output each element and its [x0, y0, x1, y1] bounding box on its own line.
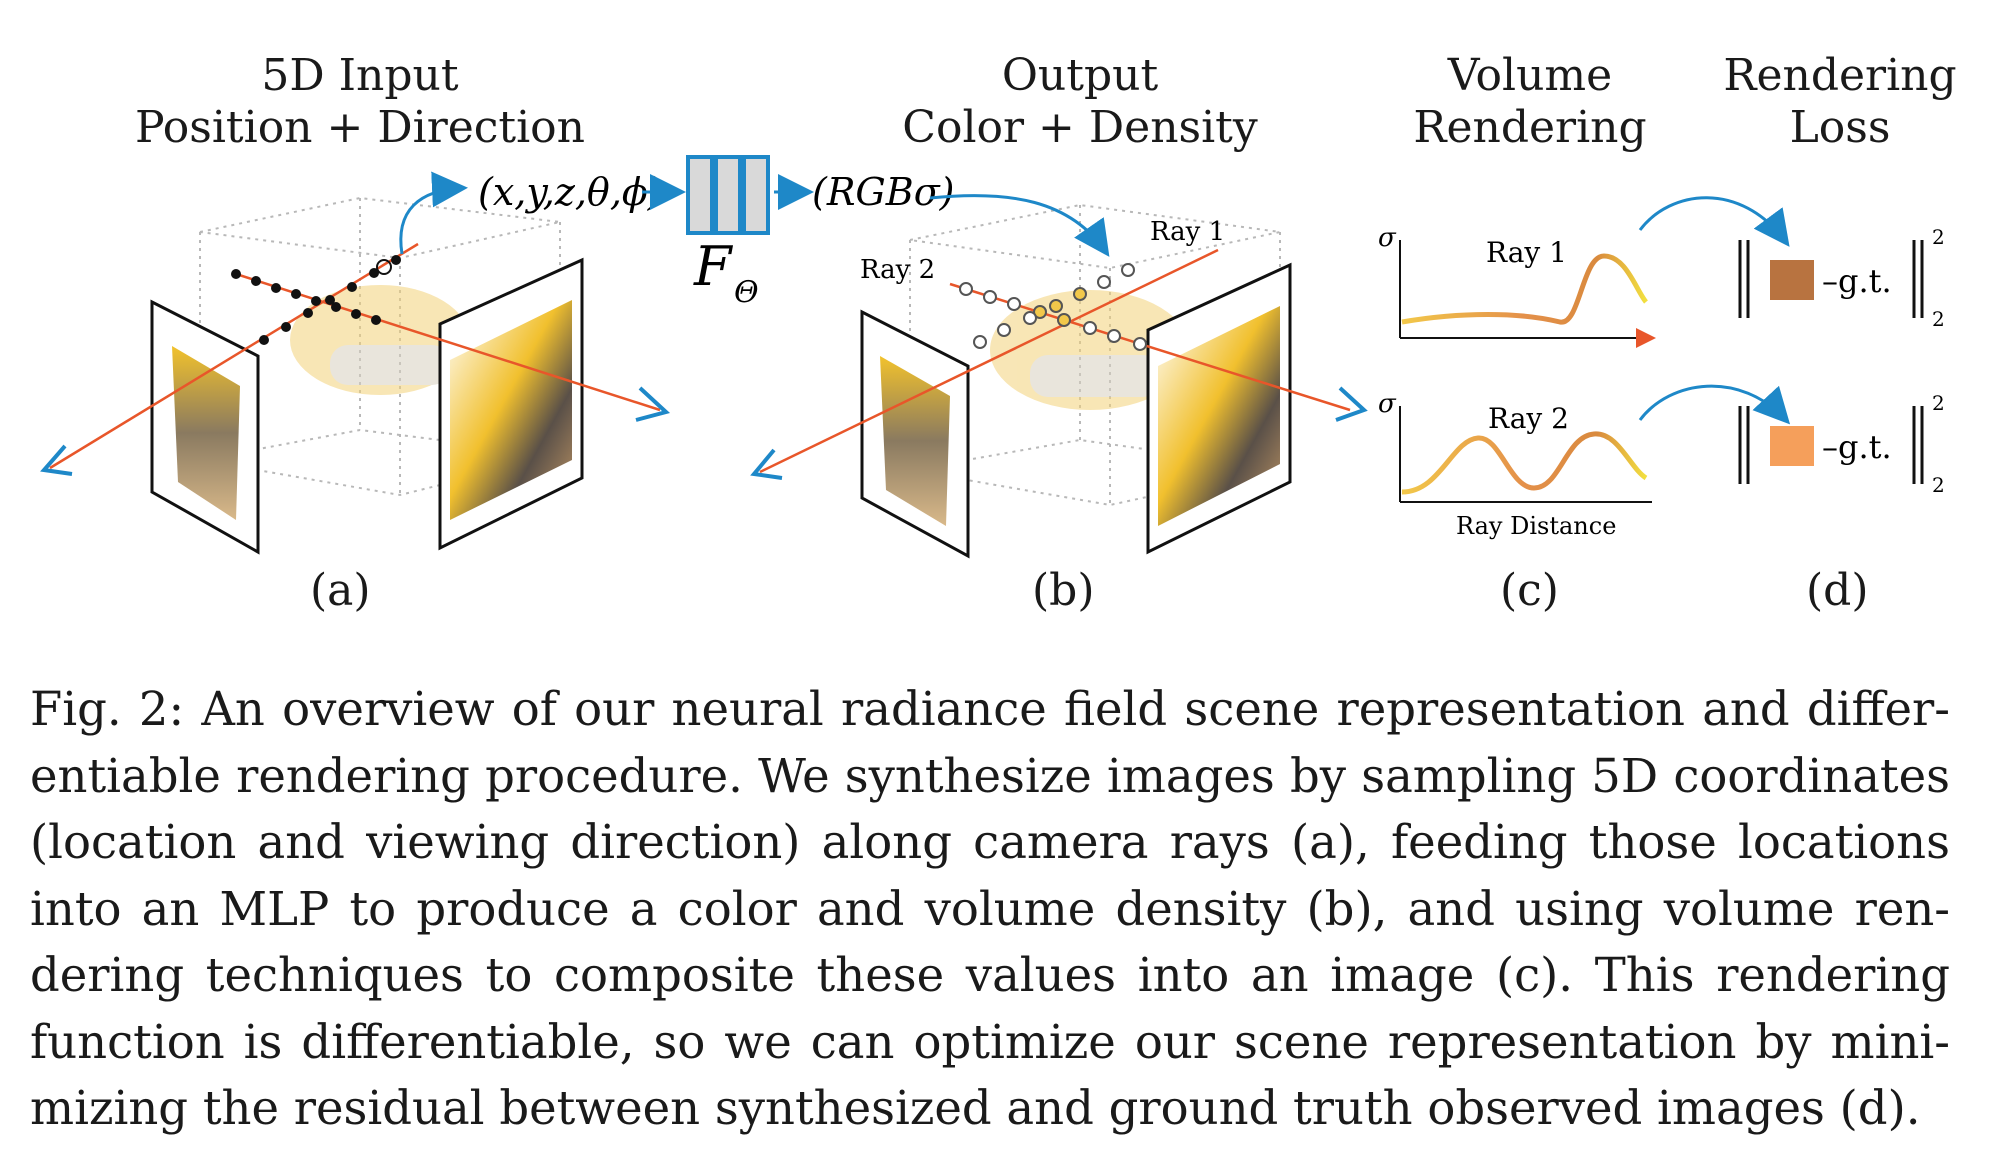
ray-a1 — [49, 242, 419, 470]
panel-label-a: (a) — [310, 565, 371, 616]
loss-term-1: –g.t. 2 2 — [1738, 225, 1945, 331]
panel-b: Ray 1 Ray 2 — [750, 194, 1368, 559]
panel-label-d: (d) — [1806, 565, 1869, 616]
caption-line-3: (location and viewing direction) along c… — [30, 815, 1950, 869]
panel-label-b: (b) — [1032, 565, 1095, 616]
header-c: Volume Rendering — [1380, 50, 1680, 154]
network-label: F — [693, 235, 734, 298]
loss-sup-2: 2 — [1932, 391, 1945, 415]
loss-gt-2: –g.t. — [1822, 428, 1892, 466]
panel-label-c: (c) — [1500, 565, 1559, 616]
image-right-content — [450, 300, 572, 520]
plot1-title: Ray 1 — [1486, 236, 1567, 269]
header-a-line2: Position + Direction — [134, 102, 586, 153]
ray-b1 — [759, 248, 1219, 474]
ray2-label: Ray 2 — [860, 255, 935, 285]
ray1-label: Ray 1 — [1150, 217, 1225, 247]
diagram-svg: (x,y,z,θ,ϕ) F Θ (RGBσ) — [40, 155, 1945, 559]
image-left-content — [172, 346, 240, 520]
image-right-content-b — [1158, 306, 1280, 526]
plot2-curve — [1401, 431, 1648, 495]
loss-color-swatch-2 — [1770, 426, 1814, 466]
sample-points-a — [231, 255, 401, 345]
image-left-content-b — [880, 356, 950, 526]
arrow-ray2-to-loss — [1638, 384, 1791, 425]
plot1-curve — [1401, 253, 1649, 325]
header-a: 5D Input Position + Direction — [110, 50, 610, 154]
caption-line-6: function is differentiable, so we can op… — [30, 1014, 1950, 1069]
bulldozer-faded-b — [990, 290, 1190, 410]
selected-sample — [376, 259, 392, 275]
ray-a2 — [235, 272, 661, 412]
figure: 5D Input Position + Direction Output Col… — [40, 50, 1990, 616]
output-tuple: (RGBσ) — [812, 170, 954, 214]
loss-term-2: –g.t. 2 2 — [1738, 391, 1945, 497]
loss-color-swatch-1 — [1770, 260, 1814, 300]
header-b-line2: Color + Density — [902, 102, 1258, 153]
header-d: Rendering Loss — [1690, 50, 1990, 154]
camera-arrow-a1 — [40, 444, 73, 476]
loss-sub-1: 2 — [1932, 307, 1945, 331]
header-d-line2: Loss — [1789, 102, 1891, 153]
loss-sub-2: 2 — [1932, 473, 1945, 497]
figure-caption: Fig. 2: An overview of our neural radian… — [30, 676, 1950, 1142]
network-subscript: Θ — [734, 275, 759, 310]
camera-arrow-b1 — [750, 448, 783, 480]
caption-line-4: into an MLP to produce a color and volum… — [30, 881, 1950, 936]
plot2-sigma: σ — [1378, 389, 1397, 419]
header-b: Output Color + Density — [830, 50, 1330, 154]
plot1-sigma: σ — [1378, 223, 1397, 253]
bulldozer-faded — [290, 285, 470, 395]
camera-arrow-a2 — [635, 386, 671, 422]
panel-a: (x,y,z,θ,ϕ) — [40, 170, 686, 555]
caption-line-2: entiable rendering procedure. We synthes… — [30, 748, 1950, 803]
header-c-line2: Rendering — [1413, 102, 1647, 153]
header-a-line1: 5D Input — [261, 50, 459, 101]
sample-points-b — [959, 263, 1147, 351]
arrow-output-to-ray — [929, 194, 1110, 257]
panel-d: –g.t. 2 2 –g.t. 2 2 — [1738, 225, 1945, 497]
camera-arrow-b2 — [1335, 386, 1368, 422]
loss-sup-1: 2 — [1932, 225, 1945, 249]
loss-gt-1: –g.t. — [1822, 262, 1892, 300]
arrow-to-input — [399, 171, 468, 255]
header-c-line1: Volume — [1447, 50, 1613, 101]
plot2-title: Ray 2 — [1488, 402, 1569, 435]
caption-line-5: dering techniques to composite these val… — [30, 948, 1950, 1002]
panel-c: σ Ray 1 σ Ray 2 Ray Distance — [1378, 196, 1791, 540]
network-block: F Θ (RGBσ) — [686, 155, 954, 310]
header-b-line1: Output — [1001, 50, 1159, 101]
header-d-line1: Rendering — [1723, 50, 1957, 101]
x-axis-label: Ray Distance — [1456, 512, 1616, 540]
caption-line-7: mizing the residual between synthesized … — [30, 1081, 1921, 1135]
input-tuple: (x,y,z,θ,ϕ) — [478, 170, 663, 214]
caption-line-1: Fig. 2: An overview of our neural radian… — [30, 682, 1950, 736]
arrow-ray1-to-loss — [1638, 196, 1790, 247]
